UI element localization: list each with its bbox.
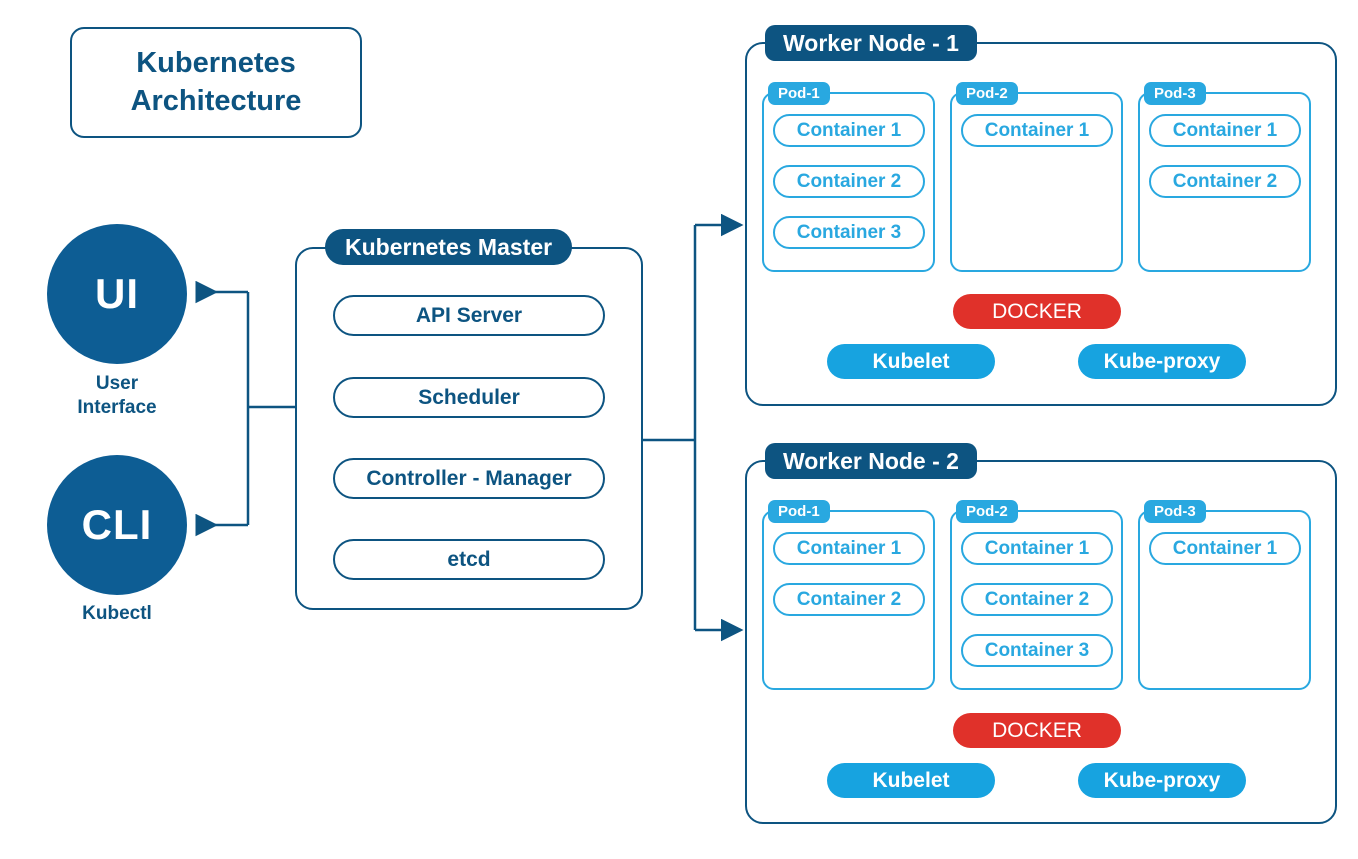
client-ui-caption: User Interface: [17, 372, 217, 420]
master-component-controller-manager[interactable]: Controller - Manager: [333, 458, 605, 499]
master-component-scheduler[interactable]: Scheduler: [333, 377, 605, 418]
master-component-etcd[interactable]: etcd: [333, 539, 605, 580]
worker-node-1-kubelet-label: Kubelet: [872, 349, 950, 373]
worker-node-1-pod-3-badge: Pod-3: [1144, 82, 1206, 105]
worker-node-2-pod-2-container-3-label: Container 3: [984, 639, 1090, 661]
master-component-api-server-label: API Server: [415, 303, 523, 327]
worker-node-1-kubelet-pill[interactable]: Kubelet: [827, 344, 995, 379]
worker-node-1-pod-3-label: Pod-3: [1154, 85, 1196, 102]
worker-node-2-pod-3-badge: Pod-3: [1144, 500, 1206, 523]
worker-node-1-badge-label: Worker Node - 1: [783, 29, 959, 56]
worker-node-1-docker-label: DOCKER: [992, 299, 1082, 323]
worker-node-1-pod-2-badge: Pod-2: [956, 82, 1018, 105]
worker-node-1-kube-proxy-label: Kube-proxy: [1103, 349, 1221, 373]
kubernetes-master-badge: Kubernetes Master: [325, 229, 573, 265]
worker-node-1-pod-1-badge: Pod-1: [768, 82, 830, 105]
worker-node-2-pod-1-label: Pod-1: [778, 503, 820, 520]
worker-node-1-pod-1-container-2[interactable]: Container 2: [773, 165, 925, 198]
master-component-etcd-label: etcd: [447, 547, 491, 571]
worker-node-1-pod-1-container-3[interactable]: Container 3: [773, 216, 925, 249]
worker-node-1-pod-1-label: Pod-1: [778, 85, 820, 102]
client-node-ui[interactable]: UI: [47, 224, 187, 364]
worker-node-1-kube-proxy-pill[interactable]: Kube-proxy: [1078, 344, 1246, 379]
client-cli-caption: Kubectl: [17, 602, 217, 626]
worker-node-2-pod-2-label: Pod-2: [966, 503, 1008, 520]
client-cli-caption-line-1: Kubectl: [82, 603, 152, 624]
worker-node-1-pod-1-container-1-label: Container 1: [796, 119, 902, 141]
worker-node-2-pod-3-container-1[interactable]: Container 1: [1149, 532, 1301, 565]
worker-node-1-pod-3-container-2-label: Container 2: [1172, 170, 1278, 192]
page-title: Kubernetes Architecture: [131, 45, 302, 120]
worker-node-2-badge-label: Worker Node - 2: [783, 447, 959, 474]
worker-node-2-pod-2-container-1-label: Container 1: [984, 537, 1090, 559]
worker-node-2-pod-3-label: Pod-3: [1154, 503, 1196, 520]
worker-node-1-pod-2-container-1-label: Container 1: [984, 119, 1090, 141]
worker-node-2-pod-1-container-1[interactable]: Container 1: [773, 532, 925, 565]
worker-node-2-pod-1-container-2-label: Container 2: [796, 588, 902, 610]
worker-node-2-badge: Worker Node - 2: [765, 443, 977, 479]
master-component-scheduler-label: Scheduler: [418, 385, 520, 409]
kubernetes-master-badge-label: Kubernetes Master: [345, 233, 553, 260]
worker-node-1-pod-2-container-1[interactable]: Container 1: [961, 114, 1113, 147]
worker-node-2-docker-label: DOCKER: [992, 718, 1082, 742]
worker-node-2-pod-2-container-2[interactable]: Container 2: [961, 583, 1113, 616]
worker-node-2-pod-1-badge: Pod-1: [768, 500, 830, 523]
worker-node-2-pod-1-container-2[interactable]: Container 2: [773, 583, 925, 616]
diagram-title-box: Kubernetes Architecture: [70, 27, 362, 138]
title-line-2: Architecture: [130, 84, 302, 117]
worker-node-2-pod-2-container-2-label: Container 2: [984, 588, 1090, 610]
client-ui-caption-line-2: Interface: [77, 396, 157, 418]
worker-node-1-docker-pill[interactable]: DOCKER: [953, 294, 1121, 329]
title-line-1: Kubernetes: [136, 46, 296, 79]
client-ui-caption-line-1: User: [95, 373, 139, 394]
master-component-api-server[interactable]: API Server: [333, 295, 605, 336]
worker-node-2-pod-2-container-1[interactable]: Container 1: [961, 532, 1113, 565]
client-ui-label: UI: [95, 270, 139, 317]
worker-node-1-pod-2-label: Pod-2: [966, 85, 1008, 102]
master-component-controller-manager-label: Controller - Manager: [366, 466, 572, 490]
client-cli-label: CLI: [81, 501, 153, 548]
worker-node-2-kubelet-pill[interactable]: Kubelet: [827, 763, 995, 798]
worker-node-2-pod-2-container-3[interactable]: Container 3: [961, 634, 1113, 667]
worker-node-2-kubelet-label: Kubelet: [872, 768, 950, 792]
worker-node-2-docker-pill[interactable]: DOCKER: [953, 713, 1121, 748]
worker-node-1-pod-1-container-3-label: Container 3: [796, 221, 902, 243]
worker-node-1-pod-3-container-1[interactable]: Container 1: [1149, 114, 1301, 147]
worker-node-1-pod-1-container-2-label: Container 2: [796, 170, 902, 192]
worker-node-1-badge: Worker Node - 1: [765, 25, 977, 61]
worker-node-2-pod-3-container-1-label: Container 1: [1172, 537, 1278, 559]
client-node-cli[interactable]: CLI: [47, 455, 187, 595]
worker-node-2-kube-proxy-pill[interactable]: Kube-proxy: [1078, 763, 1246, 798]
worker-node-1-pod-3-container-1-label: Container 1: [1172, 119, 1278, 141]
worker-node-1-pod-3-container-2[interactable]: Container 2: [1149, 165, 1301, 198]
worker-node-2-pod-2-badge: Pod-2: [956, 500, 1018, 523]
worker-node-1-pod-1-container-1[interactable]: Container 1: [773, 114, 925, 147]
worker-node-2-pod-1-container-1-label: Container 1: [796, 537, 902, 559]
worker-node-2-kube-proxy-label: Kube-proxy: [1103, 768, 1221, 792]
